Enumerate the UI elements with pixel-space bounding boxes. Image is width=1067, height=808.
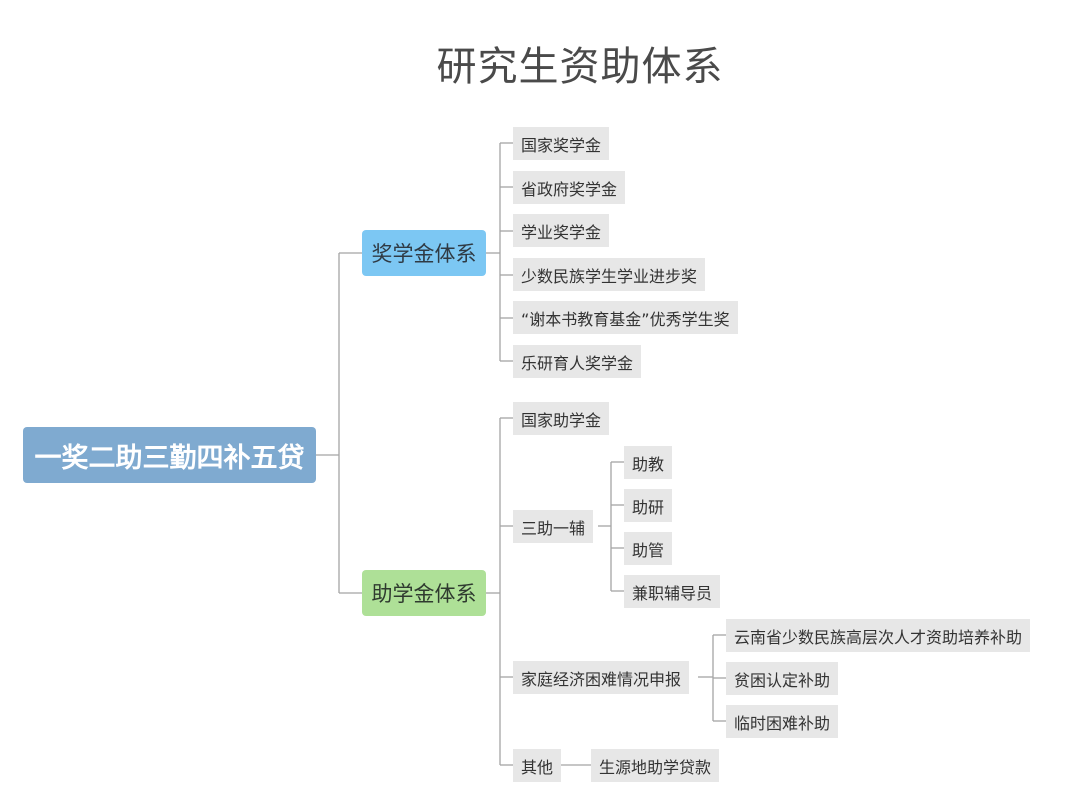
family-item-minority-talent[interactable]: 云南省少数民族高层次人才资助培养补助 [726,619,1031,652]
other-item-student-loan[interactable]: 生源地助学贷款 [591,749,720,782]
family-item-temporary[interactable]: 临时困难补助 [726,705,839,738]
root-node[interactable]: 一奖二助三勤四补五贷 [23,427,316,483]
scholarship-item-national[interactable]: 国家奖学金 [513,127,610,160]
aid-branch-node[interactable]: 助学金体系 [362,570,486,616]
scholarship-branch-node[interactable]: 奖学金体系 [362,230,486,276]
scholarship-item-academic[interactable]: 学业奖学金 [513,214,610,247]
scholarship-item-minority-progress[interactable]: 少数民族学生学业进步奖 [513,258,706,291]
scholarship-item-leyan[interactable]: 乐研育人奖学金 [513,345,642,378]
sanzhu-item-teaching-assistant[interactable]: 助教 [624,446,673,479]
sanzhu-item-research-assistant[interactable]: 助研 [624,489,673,522]
aid-item-sanzhu[interactable]: 三助一辅 [513,510,594,543]
aid-item-national[interactable]: 国家助学金 [513,402,610,435]
diagram-title: 研究生资助体系 [436,44,724,90]
scholarship-item-xie-benshu[interactable]: “谢本书教育基金”优秀学生奖 [513,301,738,334]
family-item-poverty[interactable]: 贫困认定补助 [726,662,839,695]
scholarship-item-provincial[interactable]: 省政府奖学金 [513,171,626,204]
aid-item-other[interactable]: 其他 [513,749,562,782]
sanzhu-item-part-time-counselor[interactable]: 兼职辅导员 [624,575,721,608]
sanzhu-item-management-assistant[interactable]: 助管 [624,532,673,565]
aid-item-family-hardship[interactable]: 家庭经济困难情况申报 [513,661,690,694]
